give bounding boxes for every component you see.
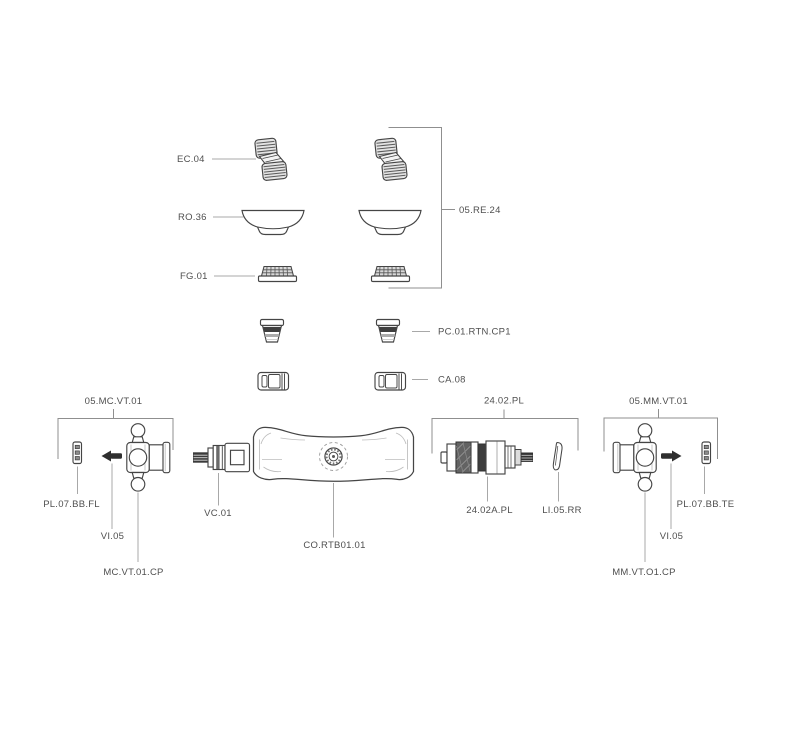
nut-right-part <box>374 371 407 391</box>
label-pl07bbfl: PL.07.BB.FL <box>43 499 100 510</box>
label-2402apl: 24.02A.PL <box>466 505 513 516</box>
label-li05rr: LI.05.RR <box>542 505 582 516</box>
escutcheon-right-part <box>358 209 422 236</box>
escutcheon-left-part <box>241 209 305 236</box>
label-2402pl: 24.02.PL <box>484 396 524 407</box>
thermostatic-cartridge-part <box>440 440 533 475</box>
label-mcvt01cp: MC.VT.01.CP <box>103 567 163 578</box>
cartridge-vc01-part <box>193 442 251 473</box>
kit-mm-bracket <box>603 417 718 459</box>
handle-right-part <box>374 137 408 182</box>
label-05re24: 05.RE.24 <box>459 205 501 216</box>
gland-left-part <box>257 265 298 283</box>
label-05mcvt01: 05.MC.VT.01 <box>85 396 143 407</box>
label-fg01: FG.01 <box>180 271 208 282</box>
label-vi05-left: VI.05 <box>101 531 124 542</box>
label-mmvto1cp: MM.VT.O1.CP <box>612 567 675 578</box>
cap-right-part <box>375 318 401 343</box>
valve-right-part <box>612 423 657 492</box>
label-cortb0101: CO.RTB01.01 <box>303 540 365 551</box>
screw-right-part <box>661 450 682 462</box>
kit-mc-bracket <box>57 418 174 459</box>
label-pc01: PC.01.RTN.CP1 <box>438 327 511 338</box>
label-ec04: EC.04 <box>177 154 205 165</box>
retainer-clip-part <box>552 441 563 471</box>
label-vi05-right: VI.05 <box>660 531 683 542</box>
label-vc01: VC.01 <box>204 508 232 519</box>
gland-right-part <box>370 265 411 283</box>
kit-2402-bracket <box>431 418 579 454</box>
nut-left-part <box>257 371 290 391</box>
label-05mmvt01: 05.MM.VT.01 <box>629 396 688 407</box>
body-co-rtb-part <box>252 426 415 482</box>
fixing-plate-left-part <box>72 441 83 465</box>
label-pl07bbte: PL.07.BB.TE <box>677 499 735 510</box>
label-ca08: CA.08 <box>438 375 466 386</box>
cap-left-part <box>259 318 285 343</box>
screw-left-part <box>101 450 122 462</box>
fixing-plate-right-part <box>701 441 712 465</box>
kit-05re24-bracket <box>388 127 442 289</box>
handle-left-part <box>254 137 288 182</box>
label-ro36: RO.36 <box>178 212 207 223</box>
valve-left-part <box>126 423 171 492</box>
